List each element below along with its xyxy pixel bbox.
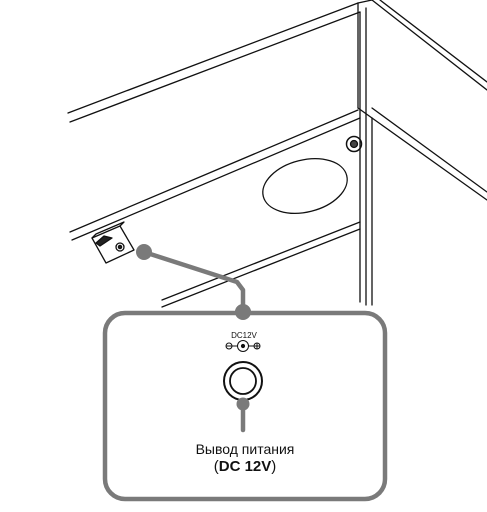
body-top-edge <box>67 0 373 123</box>
caption-subtitle: (DC 12V) <box>105 458 385 475</box>
callout-dot-start <box>136 244 152 260</box>
bottom-panel <box>69 107 373 308</box>
caption-title: Вывод питания <box>195 441 295 457</box>
side-panel <box>357 0 487 306</box>
jack-module-icon <box>91 221 135 264</box>
callout-connector <box>141 249 246 315</box>
dc12v-label: DC12V <box>231 331 257 340</box>
polarity-symbol-icon <box>225 340 261 352</box>
caption-open-paren: ( <box>213 458 219 475</box>
speaker-oval <box>262 158 348 214</box>
dc-jack-icon <box>223 361 263 401</box>
caption-strong: DC 12V <box>218 458 272 475</box>
caption-close-paren: ) <box>271 458 277 475</box>
side-screw-icon <box>345 135 363 153</box>
